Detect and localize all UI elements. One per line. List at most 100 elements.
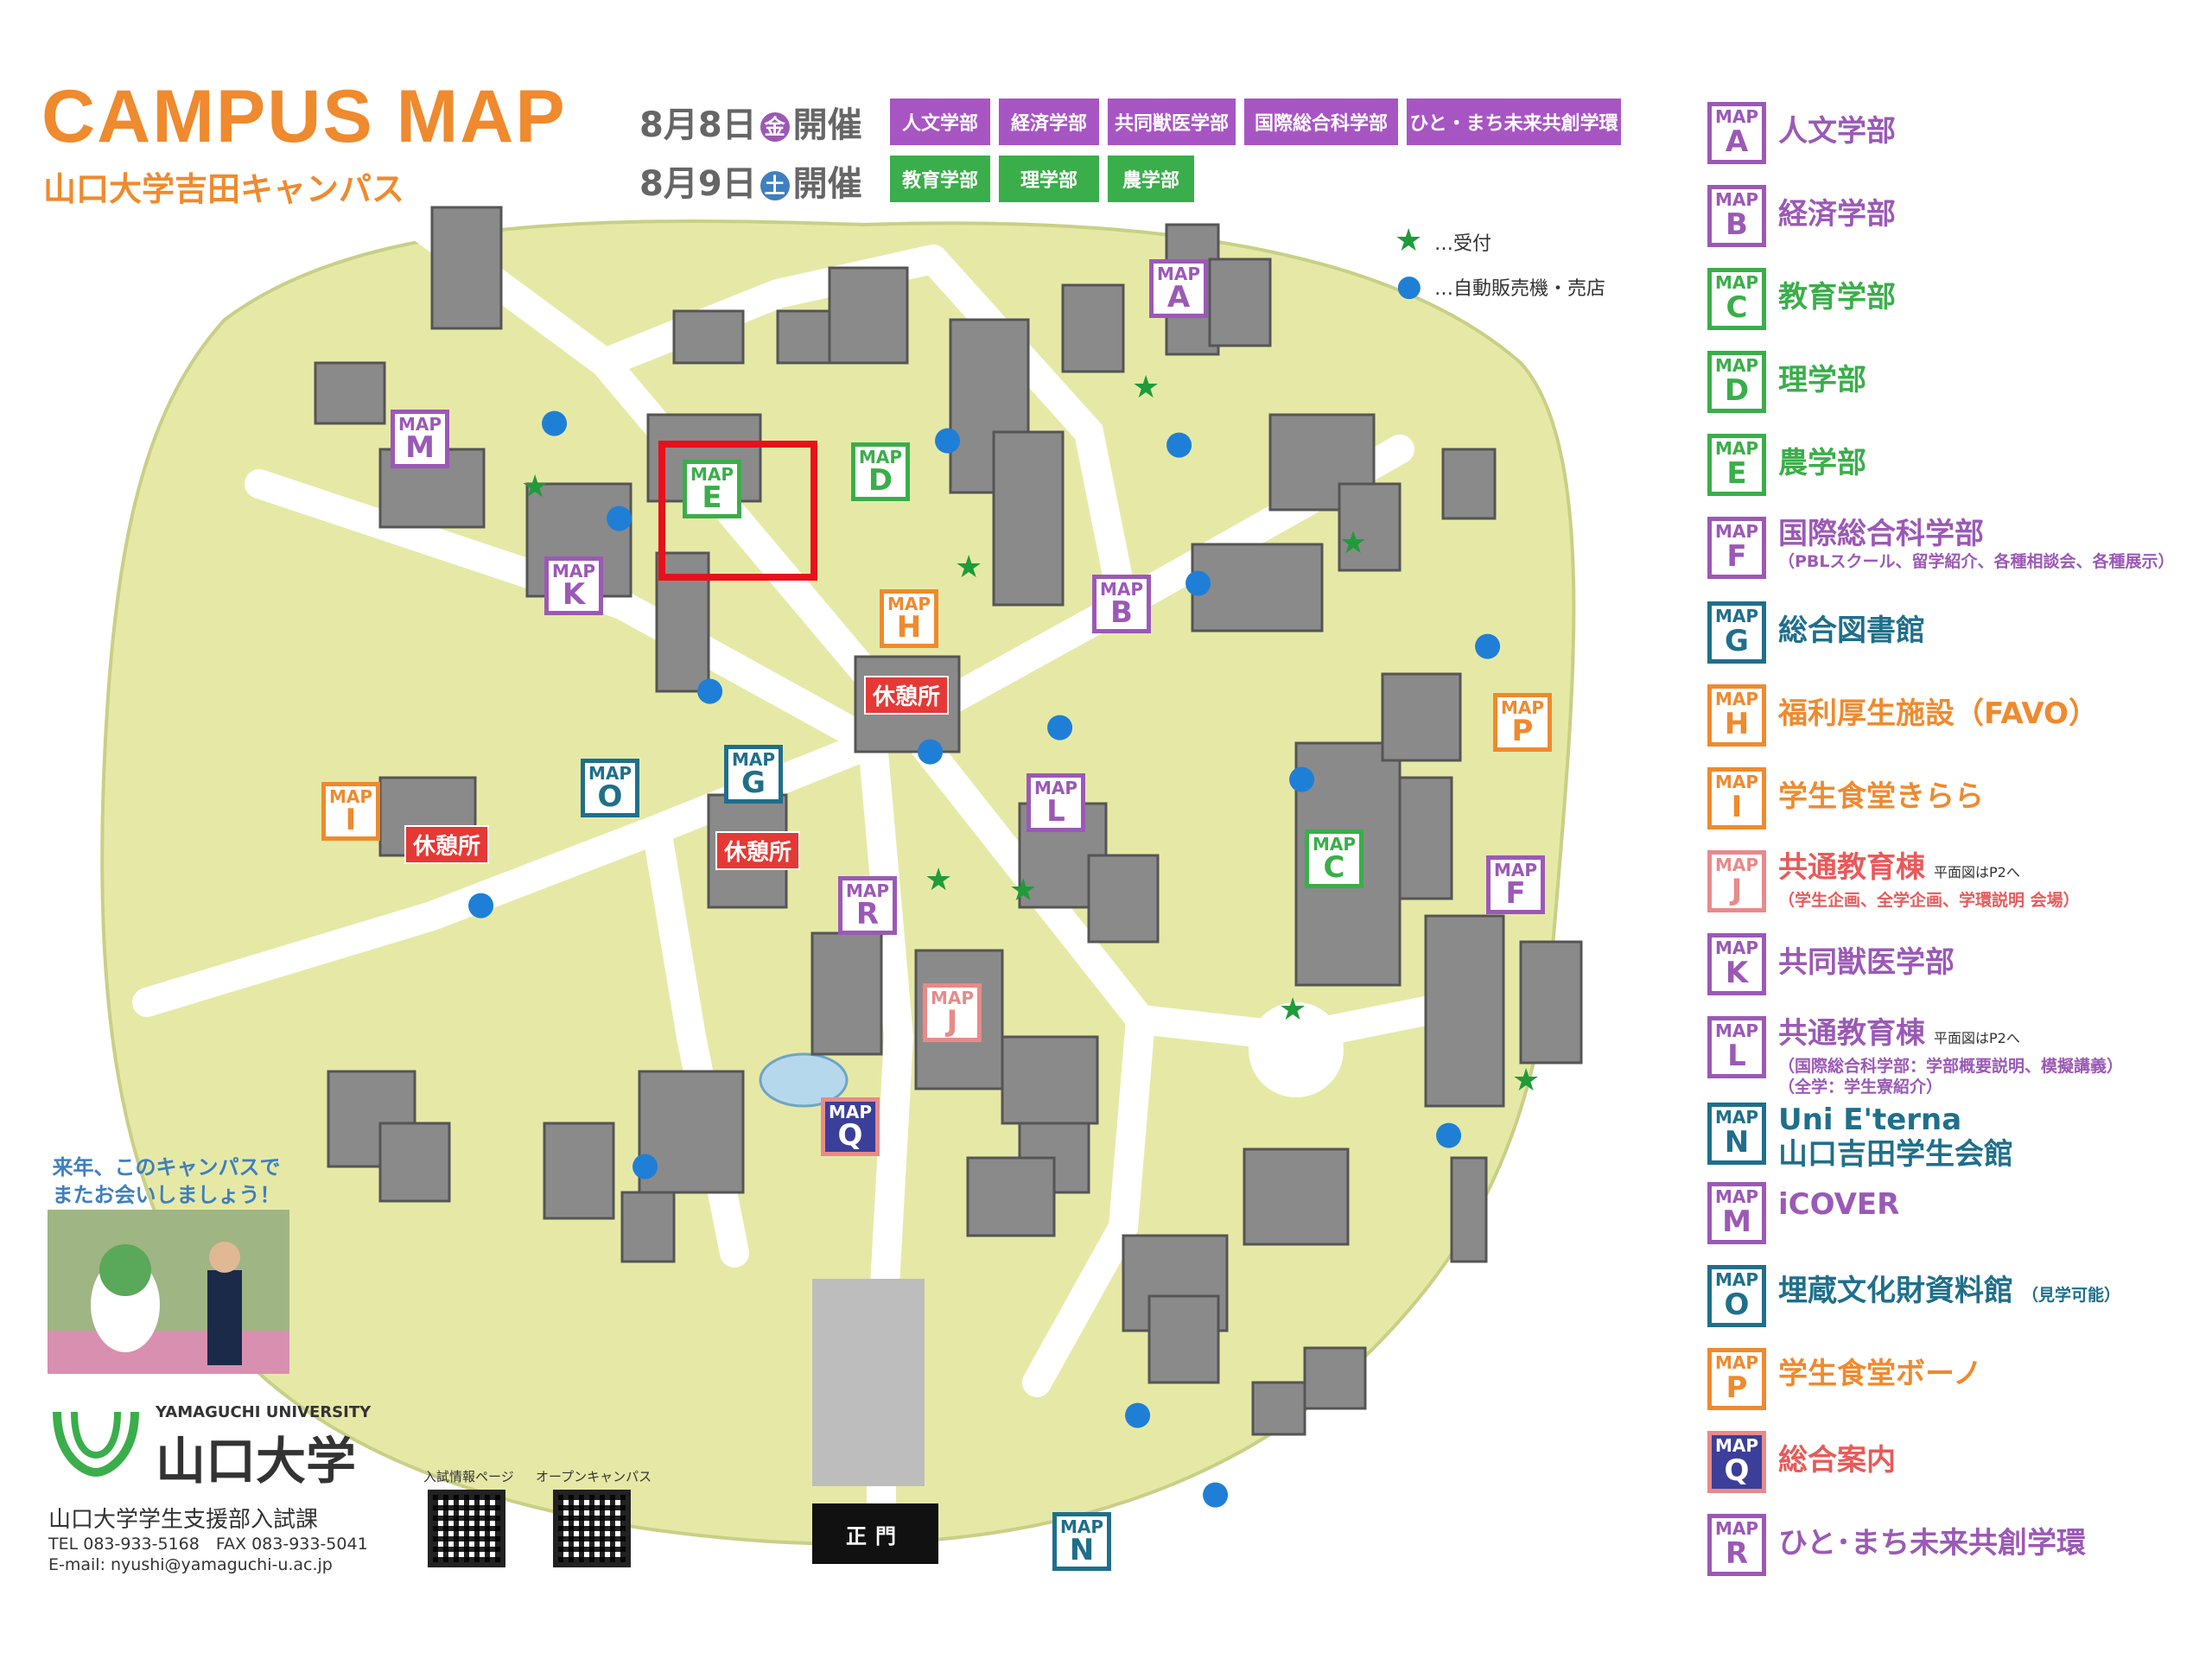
legend-name: 人文学部 <box>1778 114 1896 149</box>
highlight-box <box>658 441 817 581</box>
svg-text:★: ★ <box>1279 992 1306 1027</box>
legend-badge-label: MAP <box>1714 1435 1759 1456</box>
legend-badge-label: MAP <box>1714 772 1759 792</box>
marker-label: MAP <box>588 763 632 784</box>
legend-name: 学生食堂ボーノ <box>1778 1357 1982 1391</box>
legend-name: ひと･まち未来共創学環 <box>1778 1526 2086 1560</box>
marker-id: O <box>597 779 623 814</box>
legend-name: 国際総合科学部 <box>1778 517 1984 551</box>
qr-code-icon[interactable] <box>553 1490 631 1567</box>
legend-badge-label: MAP <box>1714 438 1759 459</box>
legend-badge-label: MAP <box>1714 1269 1759 1290</box>
marker-id: B <box>1110 595 1133 630</box>
legend-name: 農学部 <box>1778 446 1866 480</box>
legend-badge-label: MAP <box>1714 272 1759 293</box>
legend-badge-id: P <box>1726 1370 1748 1405</box>
marker-label: MAP <box>1312 834 1357 855</box>
day1-chip: 国際総合科学部 <box>1244 99 1398 145</box>
university-name-en: YAMAGUCHI UNIVERSITY <box>156 1403 372 1421</box>
legend-badge-id: J <box>1731 873 1743 907</box>
marker-label: MAP <box>1493 860 1538 880</box>
rest-area-label: 休憩所 <box>404 825 490 864</box>
date-day2: 8月9日土開催 <box>639 156 862 206</box>
legend-name: 共通教育棟 <box>1778 850 1925 885</box>
legend-badge-id: I <box>1731 790 1743 824</box>
marker-id: E <box>702 480 722 515</box>
svg-text:★: ★ <box>1339 525 1367 561</box>
marker-label: MAP <box>930 988 975 1008</box>
legend-name: 経済学部 <box>1778 197 1896 232</box>
office-name: 山口大学学生支援部入試課 <box>48 1507 319 1533</box>
circle-plaza <box>1249 1002 1344 1097</box>
weekday-badge-fri: 金 <box>760 112 790 142</box>
marker-id: A <box>1166 280 1191 315</box>
marker-id: G <box>741 766 766 800</box>
svg-text:★: ★ <box>521 469 549 505</box>
svg-text:●: ● <box>916 730 944 768</box>
legend-vending: …自動販売機・売店 <box>1434 278 1606 300</box>
legend-name: 共通教育棟 <box>1778 1016 1925 1051</box>
svg-text:●: ● <box>1287 758 1316 796</box>
qr-code-icon[interactable] <box>428 1490 505 1567</box>
marker-id: C <box>1323 850 1345 885</box>
legend-note: 平面図はP2へ <box>1934 1030 2020 1046</box>
legend-badge-label: MAP <box>1714 606 1759 626</box>
university-logo-icon <box>53 1411 139 1478</box>
svg-text:●: ● <box>1201 1473 1230 1511</box>
legend-badge-label: MAP <box>1714 1518 1759 1539</box>
legend-badge-id: C <box>1726 290 1748 325</box>
marker-id: F <box>1505 876 1526 911</box>
marker-id: K <box>562 577 586 612</box>
marker-id: I <box>345 803 357 837</box>
date-day2-text: 8月9日 <box>639 164 757 204</box>
weekday-badge-sat: 土 <box>760 171 790 200</box>
qr2-label: オープンキャンパス <box>536 1469 652 1484</box>
rest-area-label: 休憩所 <box>864 676 950 715</box>
marker-label: MAP <box>1099 579 1144 600</box>
